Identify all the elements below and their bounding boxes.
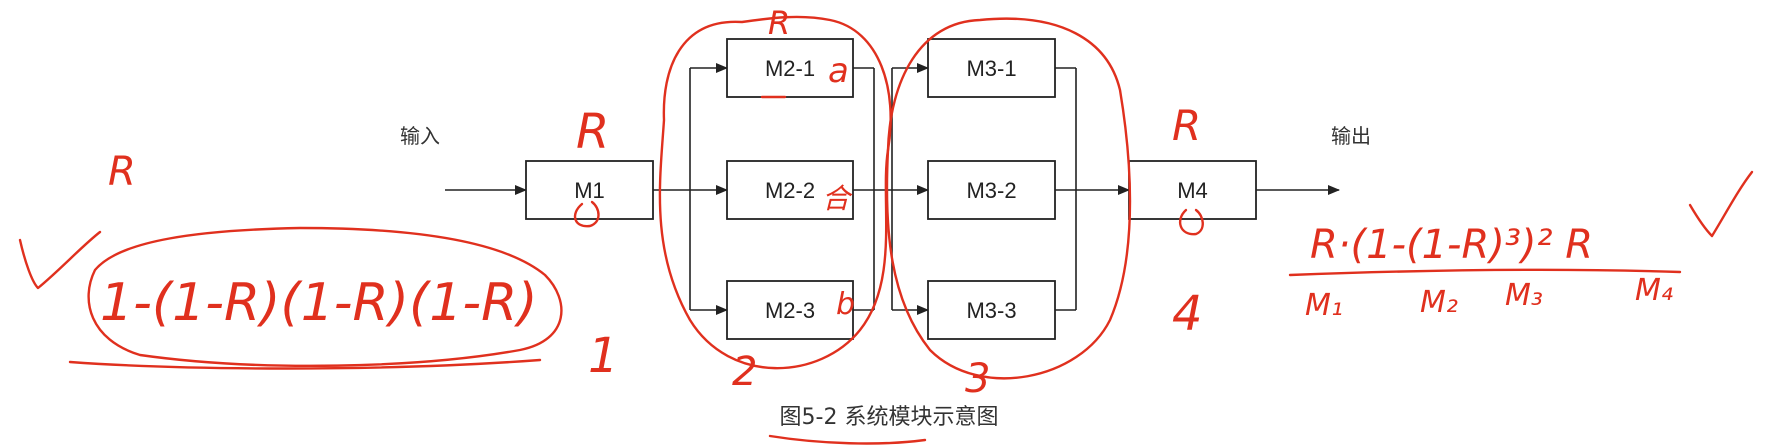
figure-caption: 图5-2 系统模块示意图 <box>780 405 999 430</box>
module-label: M3-2 <box>966 178 1016 203</box>
module-label: M1 <box>574 178 605 203</box>
hand-stage-1: 1 <box>588 328 619 384</box>
hand-stage-4: 4 <box>1172 286 1203 342</box>
module-m2-2: M2-2 <box>726 160 854 220</box>
module-label: M2-3 <box>765 298 815 323</box>
module-box <box>726 38 854 98</box>
module-label: M3-1 <box>966 56 1016 81</box>
module-m4: M4 <box>1128 160 1257 220</box>
module-box <box>726 280 854 340</box>
module-box <box>927 160 1056 220</box>
handwritten-annotations: R R R R 1-(1-R)(1-R)(1-R) R·(1-(1-R)³)² … <box>18 4 1754 445</box>
hand-formula-system: R·(1-(1-R)³)² R <box>1310 222 1593 268</box>
hand-note-m2-3: b <box>836 287 855 322</box>
hand-r-left: R <box>108 149 136 195</box>
hand-stage-2: 2 <box>732 349 757 395</box>
hand-stage-3: 3 <box>965 356 990 402</box>
hand-r-m2: R <box>768 4 790 42</box>
module-m3-1: M3-1 <box>927 38 1056 98</box>
hand-m4-sub: M₄ <box>1635 273 1673 308</box>
formula-underline <box>68 358 542 370</box>
module-label: M2-2 <box>765 178 815 203</box>
hand-m3-sub: M₃ <box>1505 278 1543 313</box>
hand-note-m2-1: a <box>828 51 849 91</box>
hand-r-m1: R <box>576 104 609 160</box>
hand-formula-parallel: 1-(1-R)(1-R)(1-R) <box>100 273 538 333</box>
hand-r-m4: R <box>1172 101 1201 150</box>
m1-doodle <box>573 200 600 228</box>
hand-note-m2-2: 合 <box>822 182 853 215</box>
input-label: 输入 <box>400 124 440 148</box>
stage2-circle <box>658 15 892 370</box>
stage3-circle <box>885 17 1132 380</box>
hand-m2-sub: M₂ <box>1420 285 1458 320</box>
module-m3-2: M3-2 <box>927 160 1056 220</box>
caption-underline <box>768 434 927 445</box>
check-mark-right <box>1688 170 1754 238</box>
module-box <box>927 38 1056 98</box>
hand-m1-sub: M₁ <box>1305 288 1343 323</box>
m4-doodle <box>1178 208 1204 236</box>
check-mark-left <box>18 230 102 290</box>
output-label: 输出 <box>1331 124 1371 148</box>
module-box <box>927 280 1056 340</box>
module-m2-3: M2-3 <box>726 280 854 340</box>
module-label: M4 <box>1177 178 1208 203</box>
module-box <box>726 160 854 220</box>
module-label: M2-1 <box>765 56 815 81</box>
module-m3-3: M3-3 <box>927 280 1056 340</box>
module-m1: M1 <box>525 160 654 220</box>
system-formula-line <box>1288 268 1682 277</box>
module-box <box>525 160 654 220</box>
formula-oval <box>87 226 563 368</box>
module-label: M3-3 <box>966 298 1016 323</box>
module-m2-1: M2-1 <box>726 38 854 98</box>
